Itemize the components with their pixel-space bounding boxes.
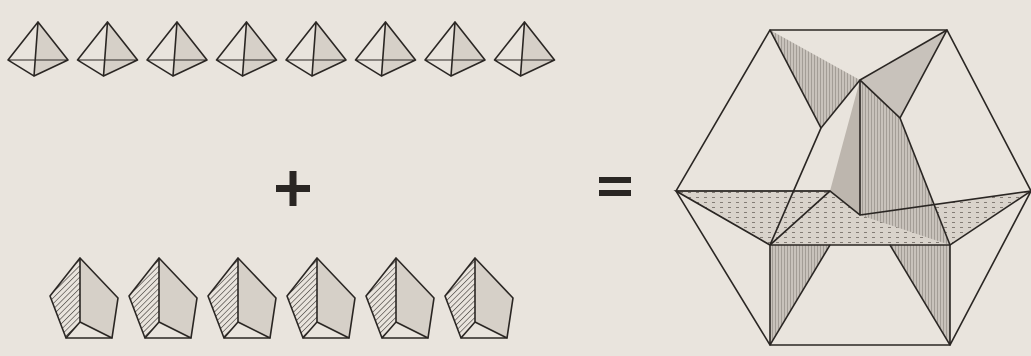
- square-pyramid: [50, 258, 118, 338]
- tetrahedron: [425, 22, 485, 76]
- tetrahedron: [495, 22, 555, 76]
- square-pyramid: [445, 258, 513, 338]
- cube-dissection: [676, 30, 1031, 345]
- equals-sign: [599, 177, 631, 196]
- plus-sign: [276, 171, 310, 206]
- tetrahedron: [8, 22, 68, 76]
- tetrahedron: [286, 22, 346, 76]
- upper-left-wedge: [770, 30, 860, 128]
- tetrahedron: [356, 22, 416, 76]
- square-pyramid: [129, 258, 197, 338]
- tetrahedron: [78, 22, 138, 76]
- square-pyramid: [208, 258, 276, 338]
- tetrahedron: [147, 22, 207, 76]
- square-pyramid: [287, 258, 355, 338]
- square-pyramid: [366, 258, 434, 338]
- tetrahedron: [217, 22, 277, 76]
- pyramids-row: [50, 258, 513, 338]
- tetrahedra-row: [8, 22, 555, 76]
